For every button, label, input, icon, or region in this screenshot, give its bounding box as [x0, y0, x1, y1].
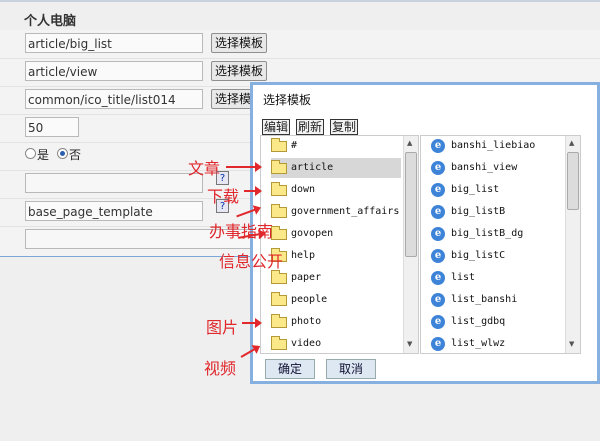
- annotation-photo: 图片: [206, 318, 239, 337]
- folder-scrollbar[interactable]: ▲ ▼: [403, 136, 418, 353]
- help-icon[interactable]: ?: [216, 171, 229, 185]
- cancel-button[interactable]: 取消: [326, 359, 376, 379]
- section-title: 个人电脑: [24, 14, 77, 29]
- ie-icon: e: [431, 227, 445, 241]
- folder-item[interactable]: article: [271, 158, 401, 178]
- folder-list: # article down government_affairs govope…: [260, 135, 419, 354]
- folder-icon: [271, 270, 287, 284]
- top-border: [0, 0, 600, 2]
- form-row: article/big_list 选择模板: [0, 30, 600, 59]
- ie-icon: e: [431, 161, 445, 175]
- annotation-arrow: [226, 162, 262, 172]
- choose-template-button[interactable]: 选择模板: [211, 61, 268, 81]
- list-template-field[interactable]: article/big_list: [25, 33, 203, 53]
- folder-icon: [271, 160, 287, 174]
- annotation-article: 文章: [188, 159, 221, 178]
- folder-icon: [271, 336, 287, 350]
- folder-icon: [271, 204, 287, 218]
- radio-yes[interactable]: [25, 148, 36, 159]
- ie-icon: e: [431, 315, 445, 329]
- ie-icon: e: [431, 337, 445, 351]
- folder-icon: [271, 248, 287, 262]
- folder-icon: [271, 226, 287, 240]
- ie-icon: e: [431, 205, 445, 219]
- page-size-field[interactable]: 50: [25, 117, 79, 137]
- divider: [0, 256, 250, 257]
- ie-icon: e: [431, 293, 445, 307]
- file-scrollbar[interactable]: ▲ ▼: [565, 136, 580, 353]
- annotation-arrow: [242, 318, 262, 328]
- refresh-button[interactable]: 刷新: [296, 119, 325, 135]
- view-template-field[interactable]: article/view: [25, 61, 203, 81]
- copy-button[interactable]: 复制: [330, 119, 359, 135]
- ie-icon: e: [431, 139, 445, 153]
- radio-no[interactable]: [57, 148, 68, 159]
- annotation-video: 视频: [204, 359, 237, 378]
- empty-field[interactable]: [25, 173, 203, 193]
- annotation-disclosure: 信息公开: [219, 252, 284, 271]
- icon-title-template-field[interactable]: common/ico_title/list014: [25, 89, 203, 109]
- folder-icon: [271, 182, 287, 196]
- annotation-arrow: [244, 186, 262, 196]
- folder-icon: [271, 138, 287, 152]
- ie-icon: e: [431, 271, 445, 285]
- folder-icon: [271, 292, 287, 306]
- annotation-down: 下载: [207, 187, 240, 206]
- dialog-title: 选择模板: [263, 93, 312, 107]
- radio-yes-label: 是: [37, 148, 50, 162]
- ie-icon: e: [431, 249, 445, 263]
- radio-no-label: 否: [69, 148, 82, 162]
- folder-icon: [271, 314, 287, 328]
- template-dialog: 选择模板 编辑 刷新 复制 # article down government_…: [250, 82, 600, 384]
- annotation-guide: 办事指南: [209, 222, 274, 241]
- choose-template-button[interactable]: 选择模板: [211, 33, 268, 53]
- edit-button[interactable]: 编辑: [262, 119, 291, 135]
- ie-icon: e: [431, 183, 445, 197]
- ok-button[interactable]: 确定: [265, 359, 315, 379]
- help-icon[interactable]: ?: [216, 199, 229, 213]
- base-template-field[interactable]: base_page_template: [25, 201, 203, 221]
